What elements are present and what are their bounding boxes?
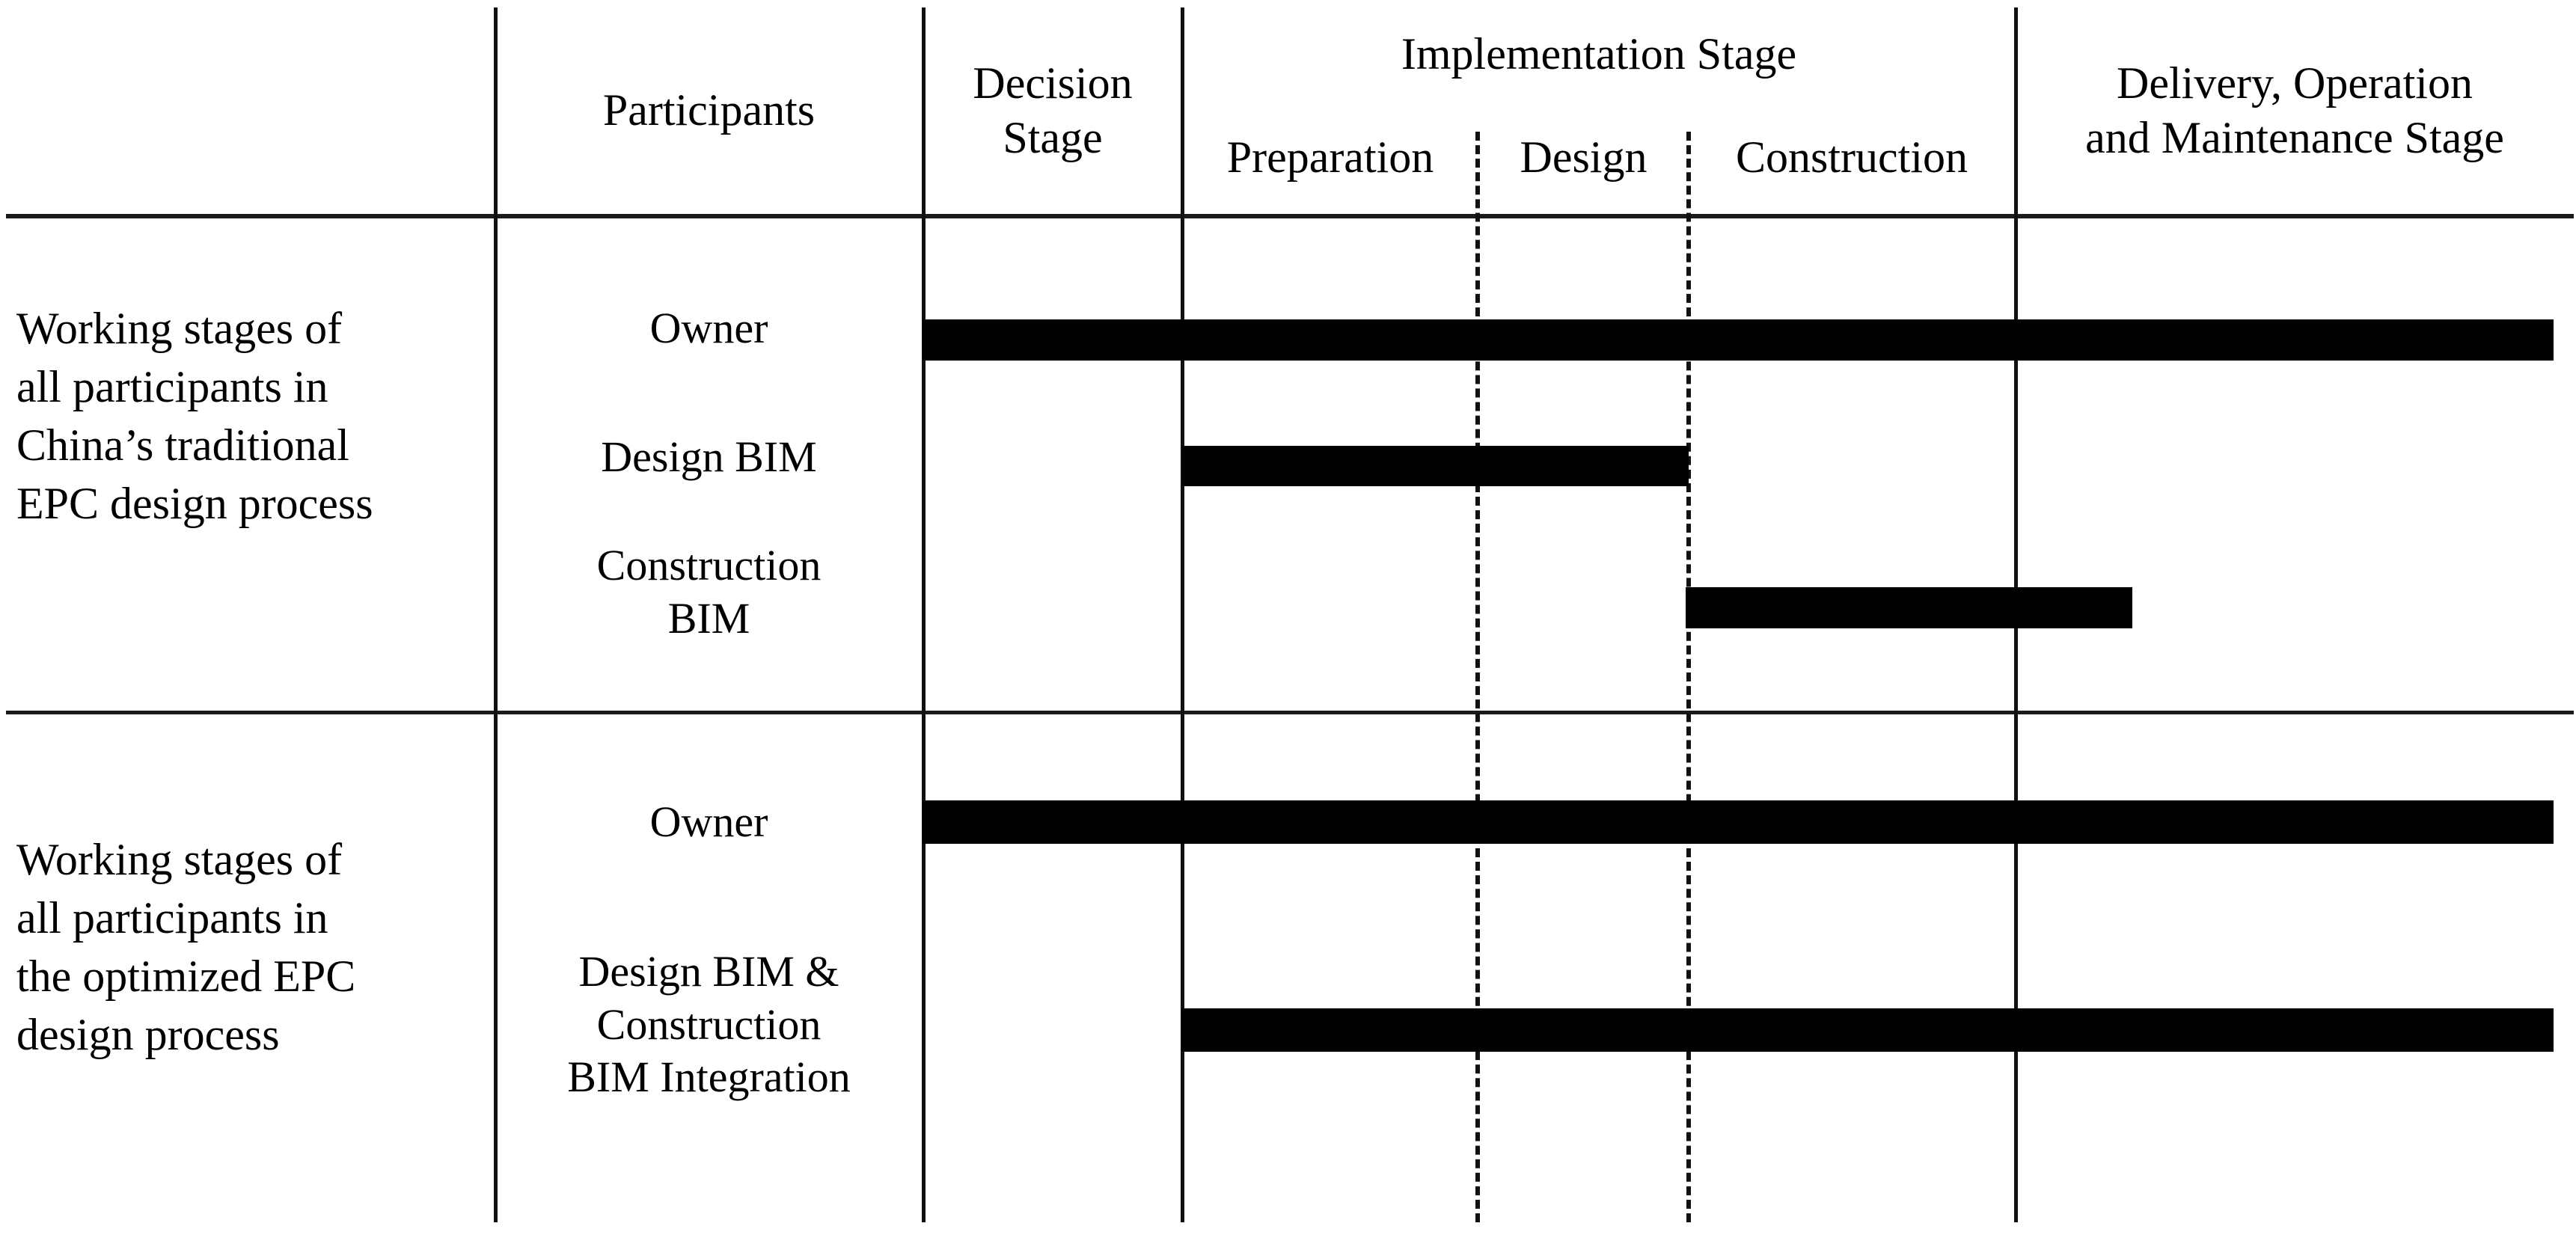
header-decision-stage-line1: Decision <box>973 58 1133 108</box>
participant-optimized-integration-line1: Design BIM & <box>578 946 839 996</box>
participant-traditional-design-bim: Design BIM <box>498 428 920 486</box>
participant-traditional-construction-bim-line2: BIM <box>667 594 750 643</box>
bar-traditional-design-bim <box>1182 446 1689 486</box>
column-line-implementation-left <box>1181 7 1184 1222</box>
header-decision-stage-line2: Stage <box>1003 113 1103 162</box>
row-label-optimized: Working stages of all participants in th… <box>16 830 473 1077</box>
header-participants-label: Participants <box>602 85 816 135</box>
participant-traditional-owner-label: Owner <box>649 303 768 352</box>
participant-traditional-design-bim-label: Design BIM <box>601 432 817 481</box>
participant-traditional-owner: Owner <box>498 299 920 358</box>
header-delivery-stage-line2: and Maintenance Stage <box>2085 113 2504 162</box>
header-implementation-stage: Implementation Stage <box>1184 10 2013 99</box>
substage-dashline-preparation-design <box>1475 132 1480 1222</box>
header-substage-preparation-label: Preparation <box>1226 132 1434 183</box>
header-implementation-stage-label: Implementation Stage <box>1401 29 1797 79</box>
column-line-decision-left <box>922 7 926 1222</box>
row-label-optimized-line4: design process <box>16 1010 280 1059</box>
substage-dashline-design-construction <box>1686 132 1691 1222</box>
header-substage-design-label: Design <box>1520 132 1648 183</box>
header-substage-construction: Construction <box>1691 102 2013 214</box>
participant-traditional-construction-bim-line1: Construction <box>596 541 822 590</box>
column-line-participants-left <box>494 7 498 1222</box>
bar-optimized-owner <box>923 800 2554 844</box>
header-substage-preparation: Preparation <box>1184 102 1476 214</box>
participant-optimized-owner-label: Owner <box>649 797 768 846</box>
row-label-traditional-line3: China’s traditional <box>16 420 349 470</box>
row-label-optimized-line2: all participants in <box>16 893 328 943</box>
row-label-traditional: Working stages of all participants in Ch… <box>16 299 473 546</box>
row-label-traditional-line2: all participants in <box>16 362 328 411</box>
bar-optimized-integration <box>1181 1008 2554 1052</box>
participant-optimized-owner: Owner <box>498 793 920 851</box>
header-substage-construction-label: Construction <box>1736 132 1968 183</box>
header-bottom-rule <box>6 214 2574 218</box>
row-label-optimized-line1: Working stages of <box>16 835 343 884</box>
row-divider-rule <box>6 711 2574 714</box>
participant-optimized-integration-line3: BIM Integration <box>567 1052 851 1102</box>
header-participants: Participants <box>498 7 920 214</box>
bar-traditional-owner <box>923 319 2554 361</box>
participant-optimized-integration: Design BIM & Construction BIM Integratio… <box>498 935 920 1115</box>
header-delivery-stage: Delivery, Operation and Maintenance Stag… <box>2018 7 2572 214</box>
row-label-optimized-line3: the optimized EPC <box>16 952 356 1001</box>
row-label-traditional-line4: EPC design process <box>16 479 373 528</box>
header-delivery-stage-line1: Delivery, Operation <box>2117 58 2473 108</box>
bar-traditional-construction-bim <box>1686 587 2132 628</box>
participant-optimized-integration-line2: Construction <box>596 999 822 1049</box>
header-substage-design: Design <box>1480 102 1687 214</box>
participant-traditional-construction-bim: Construction BIM <box>498 533 920 652</box>
header-decision-stage: Decision Stage <box>926 7 1180 214</box>
row-label-traditional-line1: Working stages of <box>16 304 343 353</box>
